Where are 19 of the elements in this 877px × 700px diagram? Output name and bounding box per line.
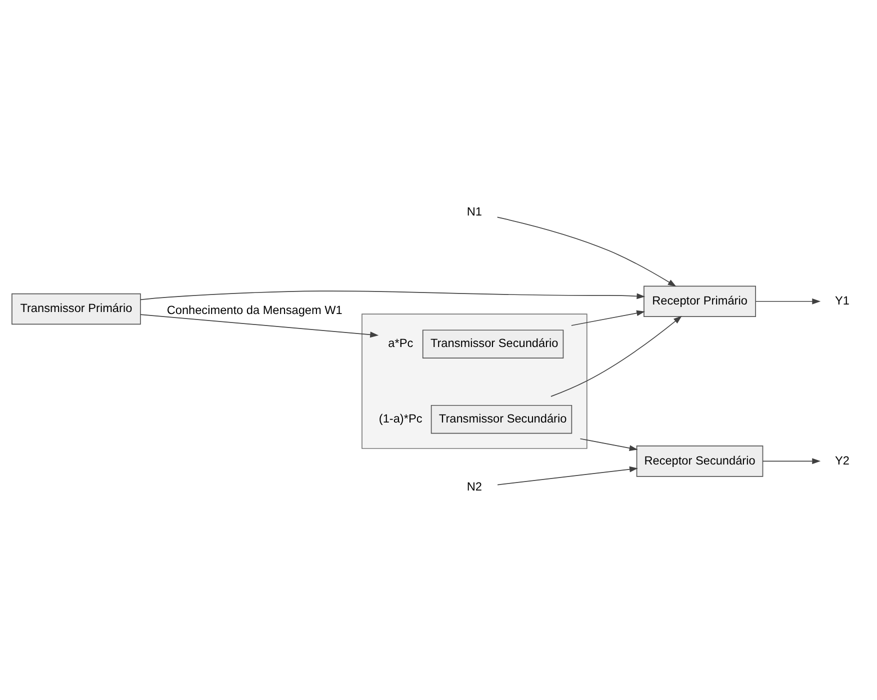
arrow [571, 310, 646, 326]
arrow [550, 316, 682, 397]
arrow [496, 216, 676, 287]
node-text: Y1 [835, 294, 850, 308]
node-box: Receptor Primário [644, 286, 756, 318]
node-label: (1-a)*Pc [378, 411, 422, 426]
node-label: a*Pc [388, 336, 414, 350]
node-box: Transmissor Primário [12, 293, 141, 325]
node-text: N2 [466, 480, 482, 494]
edge-label: Conhecimento da Mensagem W1 [166, 303, 342, 318]
arrow [497, 466, 638, 486]
node-text: N1 [466, 204, 482, 219]
arrow [755, 298, 821, 304]
node-box: Receptor Secundário [636, 446, 764, 477]
cluster [362, 314, 588, 449]
arrow [140, 290, 646, 300]
arrow [762, 458, 821, 464]
arrow [140, 314, 379, 338]
node-text: Y2 [835, 453, 850, 468]
